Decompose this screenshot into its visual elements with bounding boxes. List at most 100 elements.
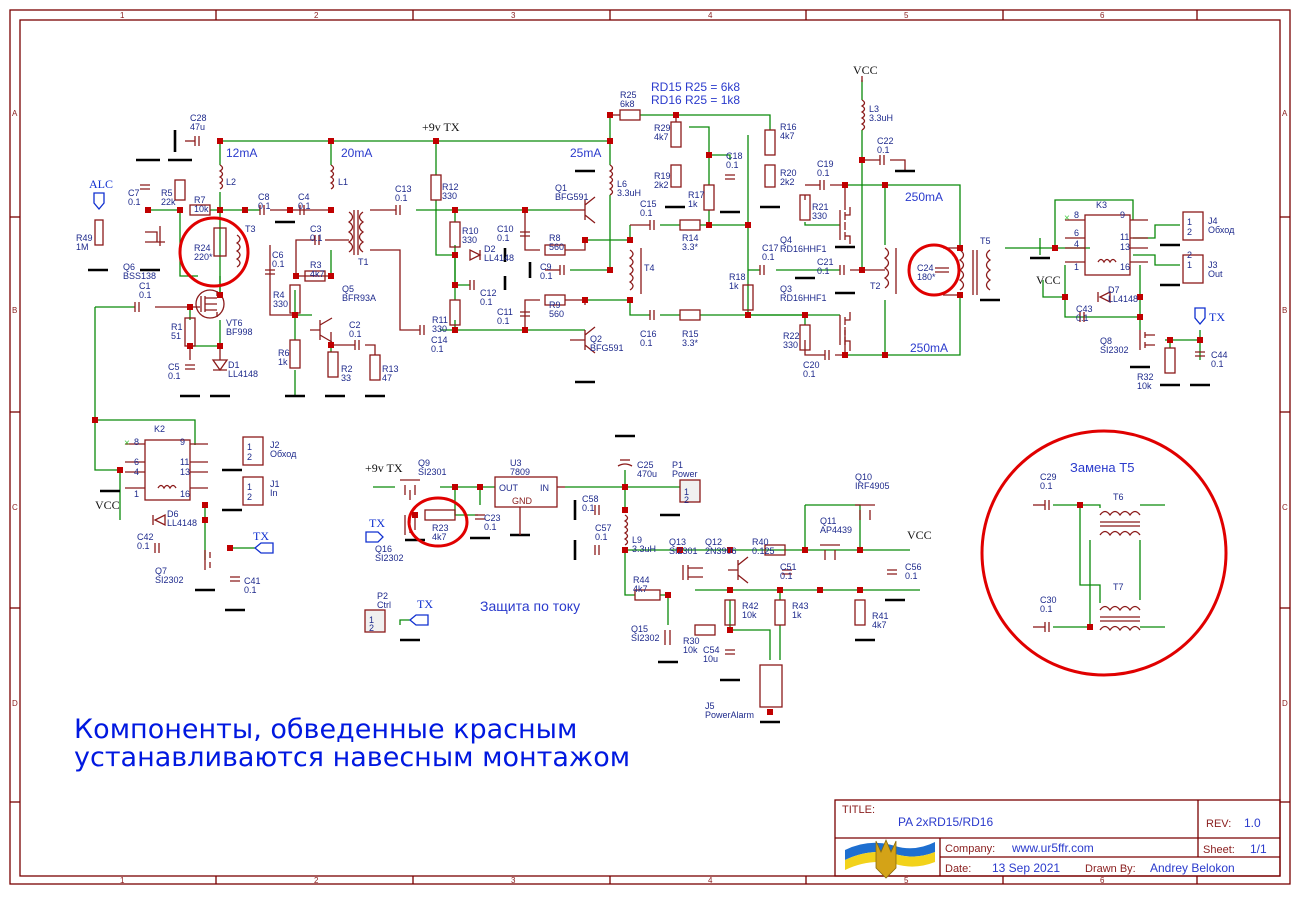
column-marker: 6	[1100, 11, 1105, 20]
net-9v-tx: +9v TX	[365, 461, 403, 475]
junction-dot	[957, 292, 963, 298]
component-ref-t4: T4	[644, 263, 655, 273]
tx-port	[1194, 307, 1206, 326]
resistor-R14	[679, 219, 701, 231]
component-value-r49: 1M	[76, 242, 89, 252]
net-vcc: VCC	[1036, 273, 1061, 287]
component-ref-c42: C42	[137, 532, 154, 542]
component-value-c58: 0.1	[582, 503, 595, 513]
sheet-title: PA 2xRD15/RD16	[898, 815, 993, 829]
alc-label: ALC	[89, 177, 113, 191]
mosfet-Q8	[1139, 330, 1155, 350]
junction-dot	[145, 207, 151, 213]
junction-dot	[582, 237, 588, 243]
transformer-T2	[883, 247, 890, 289]
resistor-R19	[670, 164, 682, 188]
component-value-c10: 0.1	[497, 233, 510, 243]
component-ref-j4: J4	[1208, 216, 1218, 226]
junction-dot	[706, 222, 712, 228]
resistor-R20	[764, 164, 776, 188]
net-vcc: VCC	[853, 63, 878, 77]
date-label: Date:	[945, 863, 971, 875]
connector-J3	[1182, 254, 1204, 284]
component-value-r2: 33	[341, 373, 351, 383]
component-value-j1: In	[270, 488, 278, 498]
rev-value: 1.0	[1244, 816, 1261, 830]
component-value-q10: IRF4905	[855, 481, 890, 491]
component-ref-r6: R6	[278, 348, 290, 358]
junction-dot	[677, 547, 683, 553]
component-value-c23: 0.1	[484, 522, 497, 532]
component-ref-p2: P2	[377, 591, 388, 601]
wires-driver	[370, 114, 840, 331]
resistor-R23	[424, 509, 456, 521]
junction-dot	[522, 207, 528, 213]
column-marker: 2	[314, 11, 319, 20]
title-label: TITLE:	[842, 804, 875, 816]
component-ref-c54: C54	[703, 645, 720, 655]
mosfet-Q6	[145, 226, 165, 246]
component-value-q7: SI2302	[155, 575, 184, 585]
junction-dot	[882, 352, 888, 358]
junction-dot	[177, 207, 183, 213]
component-value-q16: SI2302	[375, 553, 404, 563]
junction-dot	[957, 245, 963, 251]
connector-pin-number: 2	[1187, 227, 1192, 237]
junction-dot	[328, 342, 334, 348]
component-ref-r19: R19	[654, 171, 671, 181]
component-value-r15: 3.3*	[682, 338, 699, 348]
connector-pin-number: 2	[1187, 250, 1192, 260]
transformer-T1-primary	[347, 211, 354, 253]
alc-port	[93, 192, 105, 211]
component-ref-c1: C1	[139, 281, 151, 291]
mosfet-Q4	[839, 207, 851, 244]
connector-P2	[364, 609, 386, 633]
component-value-p1: Power	[672, 469, 698, 479]
u3-pin-out: OUT	[499, 483, 519, 493]
column-marker: 4	[708, 11, 713, 20]
junction-dot	[802, 547, 808, 553]
capacitor-C44	[1195, 351, 1205, 357]
component-ref-c41: C41	[244, 576, 261, 586]
junction-dot	[842, 182, 848, 188]
component-ref-q12: Q12	[705, 537, 722, 547]
current-label: 12mA	[226, 146, 257, 160]
date-value: 13 Sep 2021	[992, 861, 1060, 875]
component-ref-r23: R23	[432, 523, 449, 533]
component-ref-r2: R2	[341, 364, 353, 374]
pin-number: 6	[1074, 228, 1079, 238]
capacitor-C2	[354, 340, 360, 350]
component-ref-r40: R40	[752, 537, 769, 547]
component-value-r17: 1k	[688, 199, 698, 209]
junction-dot	[202, 517, 208, 523]
bjt-Q12	[728, 556, 749, 584]
row-marker: D	[1282, 699, 1288, 708]
component-ref-q9: Q9	[418, 458, 430, 468]
junction-dot	[1137, 294, 1143, 300]
component-ref-r14: R14	[682, 233, 699, 243]
tx-label: TX	[253, 529, 269, 543]
component-ref-c44: C44	[1211, 350, 1228, 360]
component-ref-r42: R42	[742, 601, 759, 611]
inductor-L6	[608, 164, 614, 196]
capacitor-C16	[649, 310, 655, 320]
capacitor-C4	[299, 205, 305, 215]
component-value-d2: LL4148	[484, 253, 514, 263]
connector-pin-number: 1	[369, 615, 374, 625]
mosfet-Q15	[664, 630, 671, 645]
component-ref-r7: R7	[194, 195, 206, 205]
junction-dot	[187, 343, 193, 349]
component-value-q2: BFG591	[590, 343, 624, 353]
component-ref-c22: C22	[877, 136, 894, 146]
component-ref-c18: C18	[726, 151, 743, 161]
component-value-r40: 0.125	[752, 546, 775, 556]
mosfet-Q9	[400, 479, 420, 500]
component-ref-c28: C28	[190, 113, 207, 123]
capacitor-C1	[134, 302, 140, 312]
component-ref-c3: C3	[310, 224, 322, 234]
mosfet-Q10	[855, 504, 875, 520]
relay-pin-labels: 8 9 6 11 4 13 1 16 8 9 6 11 4 13 1 16	[134, 210, 1130, 499]
component-value-c15: 0.1	[640, 208, 653, 218]
row-marker: C	[12, 503, 18, 512]
